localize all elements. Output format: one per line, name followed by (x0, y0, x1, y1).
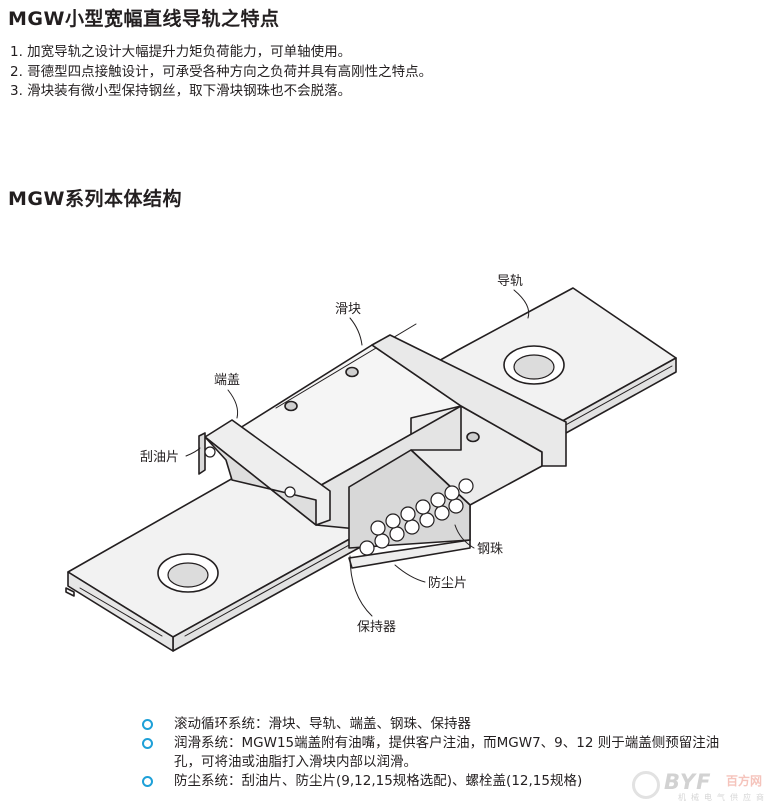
bolt-hole (284, 400, 298, 412)
leader-steel-ball (454, 524, 475, 549)
mounting-hole-rear (503, 345, 565, 385)
label-dust-strip: 防尘片 (428, 575, 467, 591)
list-item: 2. 哥德型四点接触设计，可承受各种方向之负荷并具有高刚性之特点。 (10, 63, 433, 80)
leader-block (349, 317, 363, 346)
label-end-cap: 端盖 (214, 373, 240, 388)
bullet-icon (142, 776, 153, 787)
system-text: 润滑系统：MGW15端盖附有油嘴，提供客户注油，而MGW7、9、12 则于端盖侧… (174, 735, 720, 770)
label-rail: 导轨 (497, 274, 523, 289)
steel-balls (359, 478, 474, 556)
systems-list: 滚动循环系统：滑块、导轨、端盖、钢珠、保持器 润滑系统：MGW15端盖附有油嘴，… (142, 715, 732, 791)
watermark: BYF 百方网 机械电气供应商 (628, 770, 773, 802)
watermark-sub: 机械电气供应商 (678, 793, 769, 802)
bullet-icon (142, 719, 153, 730)
watermark-logo-icon (632, 771, 660, 799)
bullet-icon (142, 738, 153, 749)
list-item: 1. 加宽导轨之设计大幅提升力矩负荷能力，可单轴使用。 (10, 44, 352, 60)
list-item: 滚动循环系统：滑块、导轨、端盖、钢珠、保持器 (142, 715, 732, 734)
system-text: 防尘系统：刮油片、防尘片(9,12,15规格选配)、螺栓盖(12,15规格) (174, 773, 583, 789)
label-retainer: 保持器 (357, 620, 396, 635)
features-title: MGW小型宽幅直线导轨之特点 (8, 8, 280, 30)
label-block: 滑块 (335, 302, 361, 317)
leader-scraper (185, 447, 201, 457)
list-item: 3. 滑块装有微小型保持钢丝，取下滑块钢珠也不会脱落。 (10, 83, 352, 99)
leader-retainer (349, 555, 373, 617)
list-item: 润滑系统：MGW15端盖附有油嘴，提供客户注油，而MGW7、9、12 则于端盖侧… (142, 734, 732, 772)
structure-title: MGW系列本体结构 (8, 188, 182, 210)
end-cap-rear (371, 334, 567, 467)
leader-end-cap (227, 389, 239, 419)
watermark-logo: BYF (664, 770, 712, 794)
leader-dust-strip (394, 564, 426, 583)
system-text: 滚动循环系统：滑块、导轨、端盖、钢珠、保持器 (174, 716, 471, 732)
end-cap-front (204, 419, 331, 526)
label-scraper: 刮油片 (140, 450, 179, 465)
leader-rail (513, 289, 530, 319)
leader-lines (185, 289, 530, 617)
features-list: 1. 加宽导轨之设计大幅提升力矩负荷能力，可单轴使用。 2. 哥德型四点接触设计… (10, 43, 432, 102)
rail-groove-line (79, 587, 163, 637)
label-steel-ball: 钢珠 (477, 542, 503, 557)
mounting-hole-front (157, 553, 219, 593)
rail-groove-notch (65, 587, 75, 597)
bolt-hole (466, 431, 480, 443)
bolt-hole (345, 366, 359, 378)
dust-strip (348, 539, 471, 569)
mgw-structure-diagram: 导轨 滑块 端盖 刮油片 钢珠 防尘片 保持器 (65, 274, 677, 652)
list-item: 防尘系统：刮油片、防尘片(9,12,15规格选配)、螺栓盖(12,15规格) (142, 772, 732, 791)
scraper (198, 432, 296, 498)
watermark-cn: 百方网 (726, 774, 763, 788)
